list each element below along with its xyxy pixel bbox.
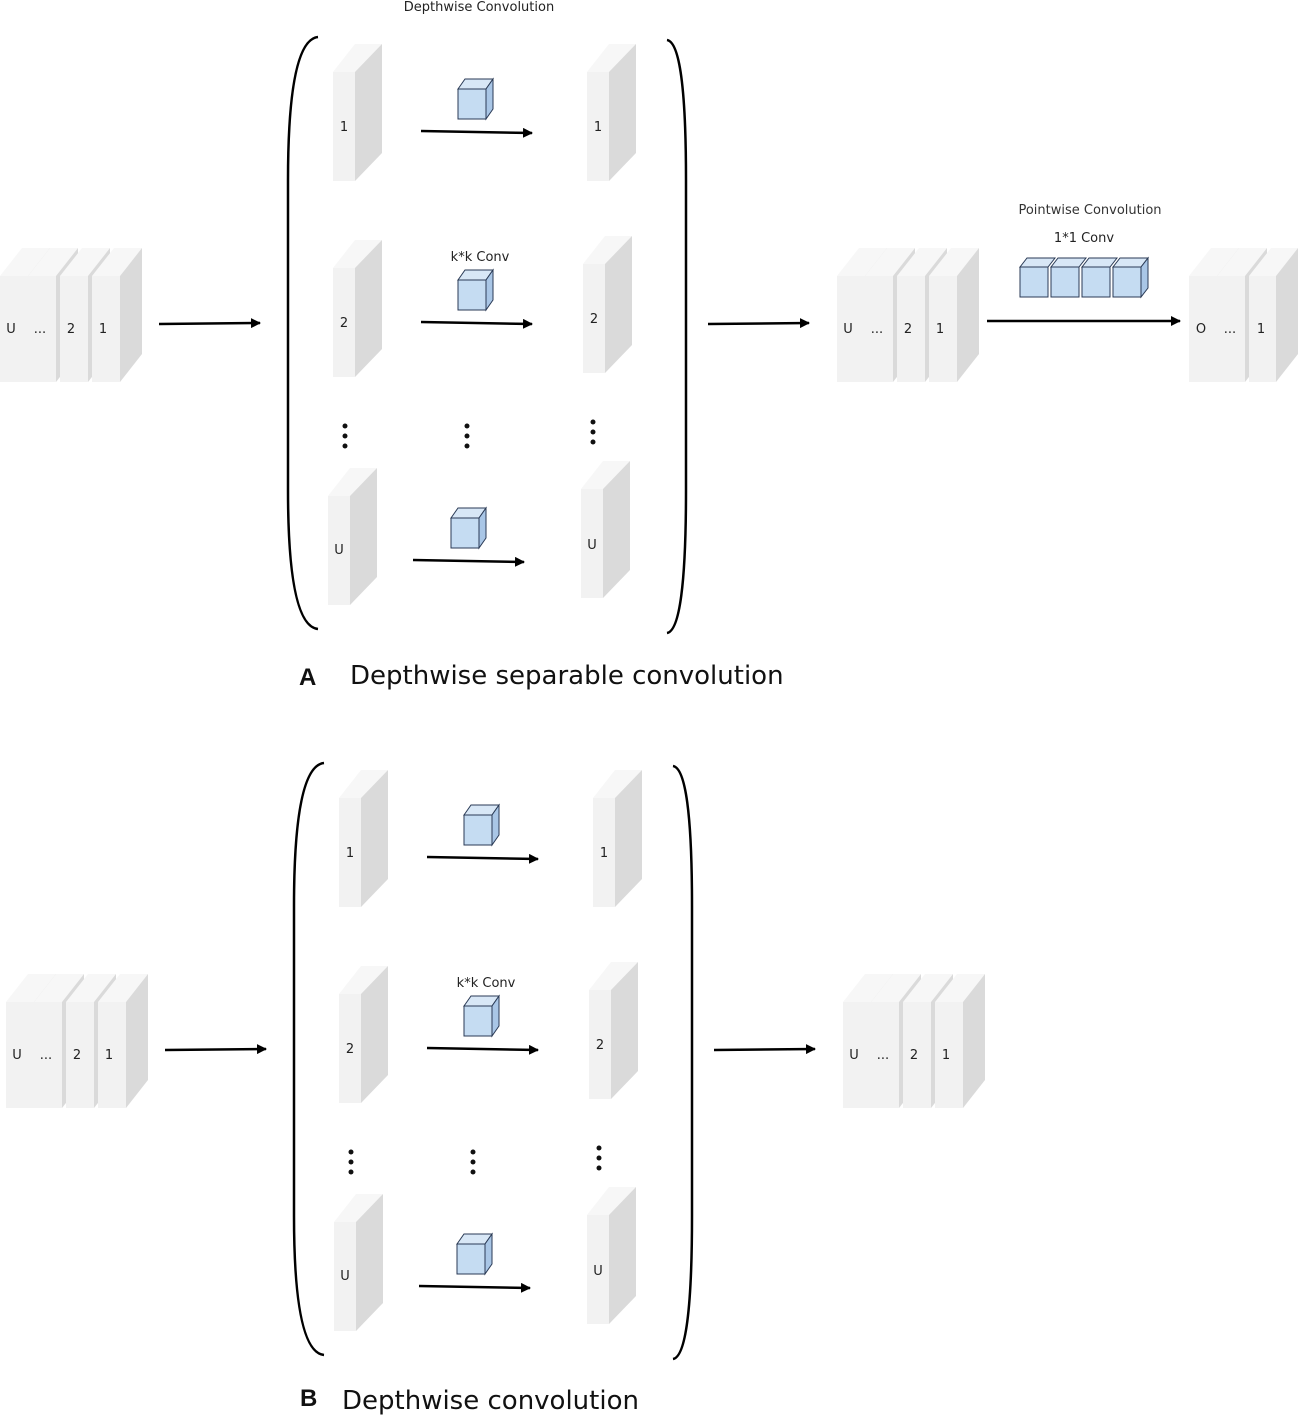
- output-slab-2: 1: [1249, 248, 1298, 382]
- input-slab-label: U: [6, 322, 16, 337]
- channel-slab: 2: [333, 240, 382, 377]
- depthwise-arrow: [426, 1044, 539, 1055]
- output-slab-label: ...: [877, 1048, 889, 1063]
- depthwise-arrow: [426, 853, 539, 864]
- input-slab-label: 1: [105, 1048, 113, 1063]
- channel-slab: 2: [339, 966, 388, 1103]
- output-slab-label: O: [1196, 322, 1206, 337]
- input-slab-3: 1: [98, 974, 148, 1108]
- output-feature-stack: U ... 2 1: [843, 974, 985, 1108]
- input-feature-stack: U ... 2 1: [0, 248, 142, 382]
- channel-label: 1: [346, 846, 354, 861]
- input-slab-label: U: [12, 1048, 22, 1063]
- intermediate-slab-label: 2: [904, 322, 912, 337]
- output-slab-label: 2: [910, 1048, 918, 1063]
- vertical-ellipsis: [342, 419, 596, 449]
- left-bracket: [292, 761, 325, 1357]
- intermediate-slab-label: 1: [936, 322, 944, 337]
- output-feature-stack: O ... 1: [1189, 248, 1298, 382]
- output-slab-label: 1: [1257, 322, 1265, 337]
- left-bracket: [286, 35, 319, 631]
- output-channel-slab: 2: [583, 236, 632, 373]
- output-channel-slab: 2: [589, 962, 638, 1099]
- right-bracket: [672, 764, 694, 1361]
- kernel-cube: [457, 77, 494, 121]
- panel-a-caption: Depthwise separable convolution: [350, 661, 784, 691]
- depthwise-convolution-title: Depthwise Convolution: [404, 0, 554, 15]
- panel-a-letter: A: [299, 664, 316, 691]
- depthwise-row-2: k*k Conv 2 2: [339, 962, 638, 1103]
- intermediate-feature-stack: U ... 2 1: [837, 248, 979, 382]
- kernel-size-label: k*k Conv: [457, 976, 516, 991]
- channel-slab: U: [328, 468, 377, 605]
- channel-label: U: [587, 538, 597, 553]
- input-slab-label: ...: [40, 1048, 52, 1063]
- input-slab-label: 2: [67, 322, 75, 337]
- output-slab-label: ...: [1224, 322, 1236, 337]
- kernel-cube: [456, 1232, 493, 1276]
- kernel-cube: [463, 803, 500, 847]
- channel-label: 1: [600, 846, 608, 861]
- input-slab-label: 2: [73, 1048, 81, 1063]
- depthwise-row-2: k*k Conv 2 2: [333, 236, 632, 377]
- kernel-cube: [1080, 257, 1119, 298]
- output-channel-slab: 1: [587, 44, 636, 181]
- channel-label: U: [334, 543, 344, 558]
- vertical-ellipsis: [348, 1145, 602, 1175]
- kernel-cube: [463, 994, 500, 1038]
- channel-label: 2: [590, 312, 598, 327]
- intermediate-slab-3: 1: [929, 248, 979, 382]
- input-feature-stack: U ... 2 1: [6, 974, 148, 1108]
- output-slab-label: U: [849, 1048, 859, 1063]
- kernel-size-label: k*k Conv: [451, 250, 510, 265]
- depthwise-arrow: [420, 127, 533, 138]
- pointwise-kernel-cubes: [1018, 256, 1150, 299]
- output-channel-slab: U: [581, 461, 630, 598]
- channel-label: 1: [594, 120, 602, 135]
- input-arrow: [158, 318, 261, 329]
- depthwise-output-arrow: [707, 318, 810, 329]
- depthwise-arrow: [418, 1282, 531, 1293]
- intermediate-slab-label: U: [843, 322, 853, 337]
- output-slab-label: 1: [942, 1048, 950, 1063]
- kernel-cube: [1018, 257, 1057, 298]
- channel-label: 1: [340, 120, 348, 135]
- panel-a: Depthwise Convolution U ... 2: [0, 0, 1298, 691]
- output-channel-slab: 1: [593, 770, 642, 907]
- output-channel-slab: U: [587, 1187, 636, 1324]
- output-slab-3: 1: [935, 974, 985, 1108]
- channel-label: 2: [346, 1042, 354, 1057]
- channel-label: 2: [596, 1038, 604, 1053]
- panel-b: U ... 2 1: [6, 761, 985, 1416]
- kernel-cube: [1049, 257, 1088, 298]
- depthwise-output-arrow: [713, 1044, 816, 1055]
- pointwise-kernel-label: 1*1 Conv: [1054, 231, 1114, 246]
- depthwise-arrow: [412, 556, 525, 567]
- depthwise-arrow: [420, 318, 533, 329]
- panel-b-caption: Depthwise convolution: [342, 1386, 639, 1416]
- channel-slab: 1: [333, 44, 382, 181]
- depthwise-row-1: 1 1: [333, 44, 636, 181]
- channel-label: U: [340, 1269, 350, 1284]
- input-slab-label: 1: [99, 322, 107, 337]
- kernel-cube: [457, 268, 494, 312]
- input-arrow: [164, 1044, 267, 1055]
- kernel-cube: [1111, 256, 1150, 299]
- input-slab-3: 1: [92, 248, 142, 382]
- channel-label: U: [593, 1264, 603, 1279]
- channel-slab: 1: [339, 770, 388, 907]
- input-slab-label: ...: [34, 322, 46, 337]
- depthwise-row-u: U U: [334, 1187, 636, 1331]
- intermediate-slab-label: ...: [871, 322, 883, 337]
- right-bracket: [666, 38, 688, 635]
- depthwise-row-1: 1 1: [339, 770, 642, 907]
- depthwise-row-u: U U: [328, 461, 630, 605]
- pointwise-convolution-title: Pointwise Convolution: [1018, 203, 1161, 218]
- panel-b-letter: B: [300, 1385, 317, 1412]
- channel-label: 2: [340, 316, 348, 331]
- kernel-cube: [450, 506, 487, 550]
- channel-slab: U: [334, 1194, 383, 1331]
